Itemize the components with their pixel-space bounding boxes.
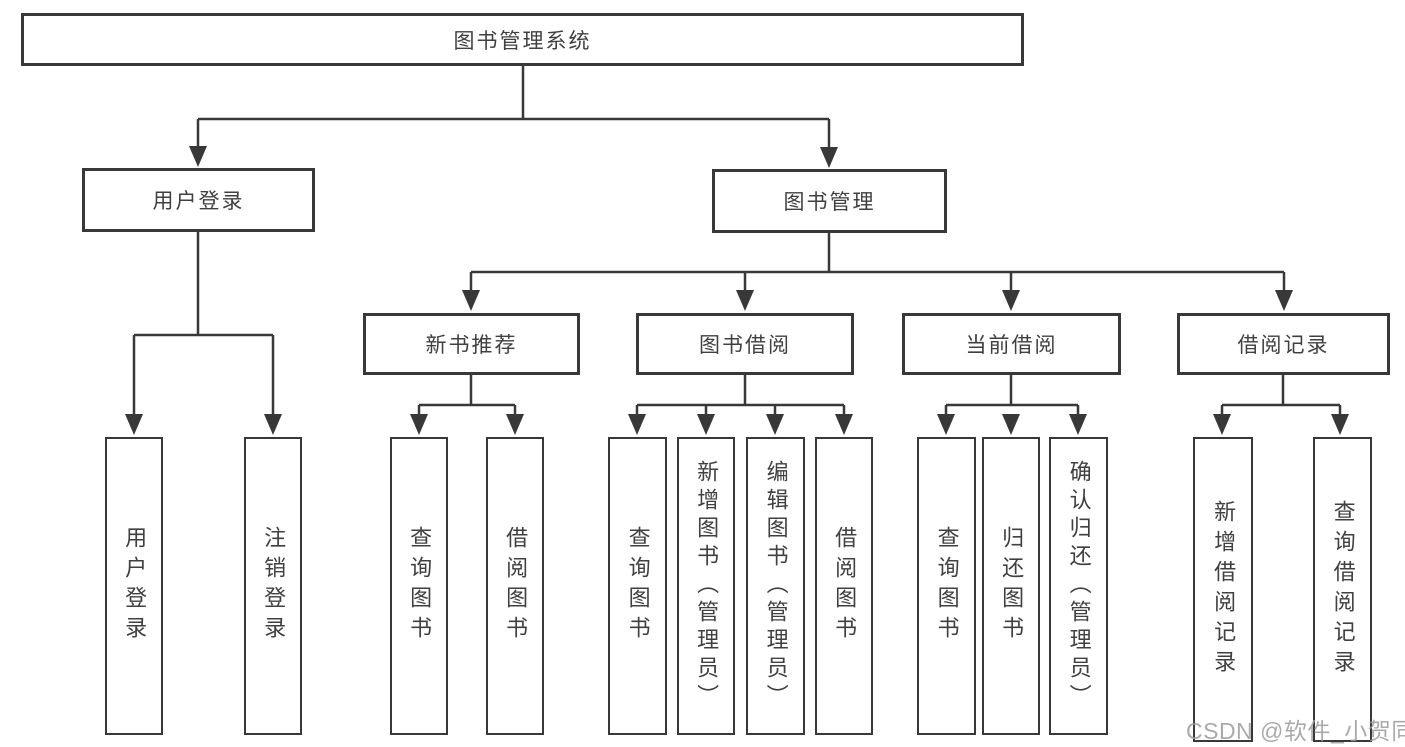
leaf-borrow-book: 借阅图书 [815,437,873,735]
leaf-user-login: 用户登录 [105,437,163,735]
csdn-watermark: CSDN @软件_小贺同学 [1186,718,1405,744]
leaf-borrow-book-newrec: 借阅图书 [486,437,544,735]
leaf-user-login-label: 用户登录 [122,526,148,646]
arrowhead-icons [125,146,1349,435]
leaf-logout: 注销登录 [244,437,302,735]
leaf-query-book-borrow: 查询图书 [608,437,667,735]
arrow-down-icon [937,414,955,435]
arrow-down-icon [1002,414,1020,435]
node-current-borrow-label: 当前借阅 [965,334,1058,357]
leaf-logout-label: 注销登录 [261,526,287,646]
leaf-edit-book-admin-label: 编辑图书（管理员） [763,460,789,712]
leaf-confirm-return-admin-label: 确认归还（管理员） [1066,460,1092,712]
leaf-query-book-newrec-label: 查询图书 [407,526,433,646]
node-user-login-label: 用户登录 [152,190,245,213]
leaf-query-borrow-record: 查询借阅记录 [1313,437,1372,742]
connector-lines [132,66,1342,422]
arrow-down-icon [189,146,207,167]
leaf-borrow-book-label: 借阅图书 [832,526,858,646]
arrow-down-icon [835,414,853,435]
arrow-down-icon [1002,290,1020,311]
node-book-management: 图书管理 [712,169,947,233]
leaf-borrow-book-newrec-label: 借阅图书 [503,526,529,646]
arrow-down-icon [1331,414,1349,435]
leaf-add-borrow-record: 新增借阅记录 [1193,437,1253,742]
node-root: 图书管理系统 [21,13,1024,66]
arrow-down-icon [1275,290,1293,311]
node-root-label: 图书管理系统 [453,29,592,53]
node-book-management-label: 图书管理 [783,191,876,214]
leaf-query-book-current: 查询图书 [917,437,976,735]
arrow-down-icon [506,414,524,435]
arrow-down-icon [410,414,428,435]
leaf-query-book-current-label: 查询图书 [934,526,960,646]
node-current-borrow: 当前借阅 [902,313,1121,375]
node-borrow-records: 借阅记录 [1177,313,1390,375]
node-borrow-records-label: 借阅记录 [1237,334,1330,357]
leaf-query-book-newrec: 查询图书 [390,437,448,735]
leaf-add-borrow-record-label: 新增借阅记录 [1211,499,1237,680]
arrow-down-icon [628,414,646,435]
arrow-down-icon [766,414,784,435]
node-user-login: 用户登录 [82,168,315,232]
leaf-edit-book-admin: 编辑图书（管理员） [746,437,805,735]
leaf-return-book: 归还图书 [982,437,1040,735]
node-new-book-recommend-label: 新书推荐 [425,334,518,357]
node-new-book-recommend: 新书推荐 [363,313,580,375]
leaf-query-book-borrow-label: 查询图书 [625,526,651,646]
arrow-down-icon [736,290,754,311]
arrow-down-icon [462,290,480,311]
leaf-confirm-return-admin: 确认归还（管理员） [1049,437,1108,735]
arrow-down-icon [697,414,715,435]
leaf-return-book-label: 归还图书 [999,526,1025,646]
node-book-borrow-label: 图书借阅 [699,334,791,357]
leaf-add-book-admin: 新增图书（管理员） [677,437,735,735]
arrow-down-icon [1213,414,1231,435]
leaf-add-book-admin-label: 新增图书（管理员） [694,460,720,712]
node-book-borrow: 图书借阅 [636,313,854,375]
arrow-down-icon [264,414,282,435]
arrow-down-icon [820,147,838,168]
arrow-down-icon [125,414,143,435]
arrow-down-icon [1069,414,1087,435]
leaf-query-borrow-record-label: 查询借阅记录 [1330,499,1356,680]
